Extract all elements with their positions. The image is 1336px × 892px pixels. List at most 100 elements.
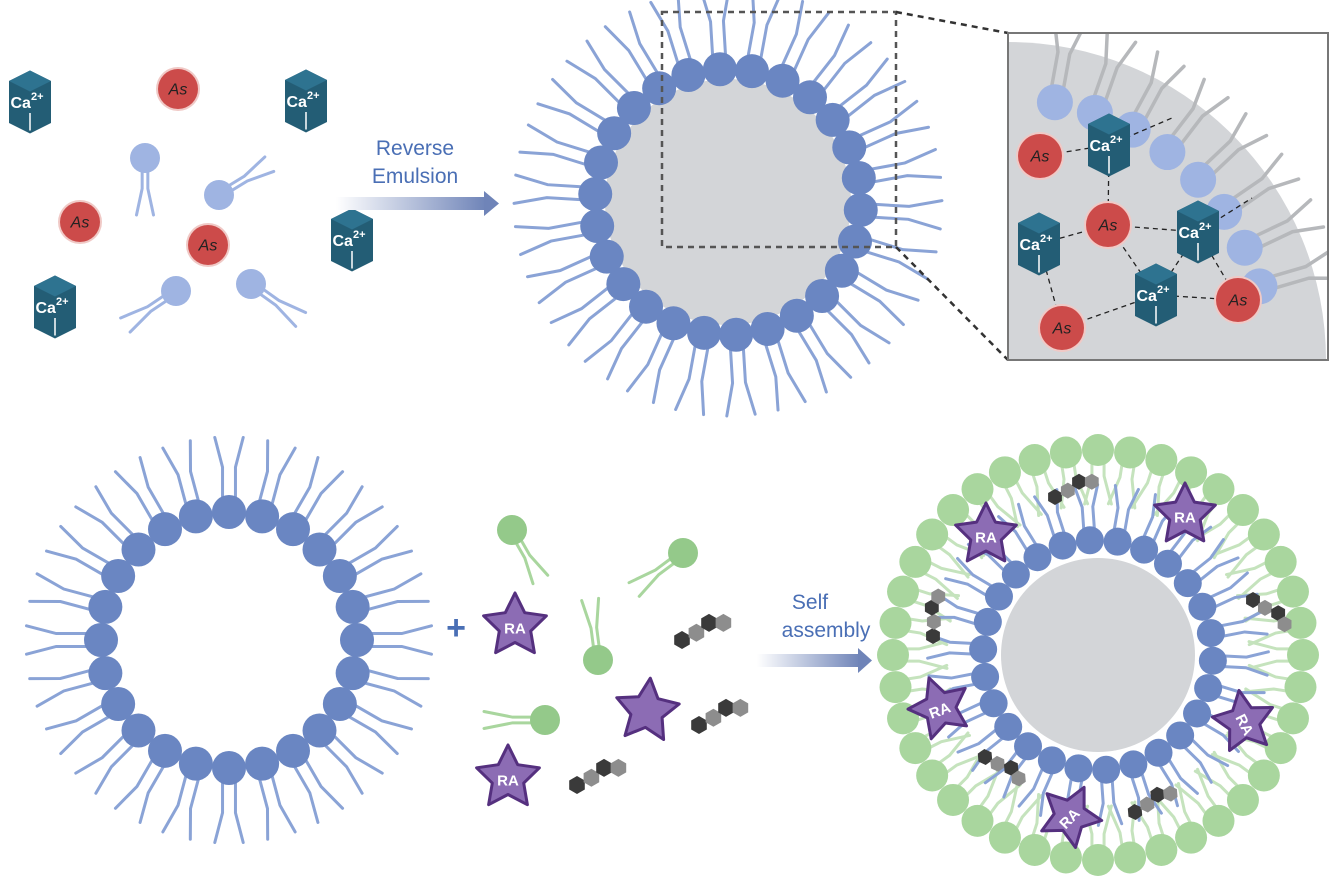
retinoic-acid-star: RA <box>482 591 548 655</box>
micelle2-lipid-head <box>178 499 213 534</box>
hexagon-molecule <box>691 698 749 734</box>
micelle2-lipid-head <box>212 495 246 529</box>
micelle2-lipid-tail <box>364 624 433 656</box>
green-lipid <box>482 705 560 735</box>
outer-lipid-head <box>988 456 1021 489</box>
micelle-lipid-head <box>578 177 613 212</box>
micelle2-lipid-head <box>276 733 310 768</box>
inner-lipid-head <box>1194 674 1223 703</box>
outer-lipid-head <box>1114 841 1147 874</box>
arsenic-ion: As <box>58 200 102 244</box>
outer-lipid-head <box>961 804 994 837</box>
inset-lipid <box>1149 77 1230 171</box>
micelle-lipid-head <box>687 315 722 350</box>
micelle-lipid-head <box>606 267 641 302</box>
micelle-lipid-tail <box>549 282 623 347</box>
micelle-lipid-head <box>629 289 664 324</box>
calcium-ion: Ca2+ <box>34 275 76 339</box>
outer-lipid-head <box>1247 518 1280 551</box>
inner-lipid-tail <box>1017 763 1056 817</box>
micelle2-lipid-head <box>121 532 156 567</box>
retinoic-acid-star: RA <box>475 743 541 807</box>
inner-lipid-head <box>1048 531 1077 560</box>
arsenic-label: As <box>1030 149 1050 166</box>
arsenic-label: As <box>1052 321 1072 338</box>
micelle2-lipid-tail <box>113 456 168 527</box>
inner-lipid-head <box>1119 750 1148 779</box>
outer-lipid-head <box>1284 606 1317 639</box>
micelle2-lipid-tail <box>319 485 384 550</box>
nanoparticle-core <box>1001 558 1195 752</box>
inner-lipid-head <box>1173 569 1202 598</box>
micelle2-lipid-tail <box>213 775 245 844</box>
inner-lipid-head <box>1196 619 1225 648</box>
micelle2-lipid-tail <box>28 667 101 708</box>
micelle2-lipid-head <box>322 559 357 593</box>
micelle2-lipid-head <box>101 559 136 593</box>
micelle-lipid-tail <box>859 236 938 281</box>
self-assembly-line1: Self <box>792 591 828 614</box>
ra-label: RA <box>497 773 519 790</box>
outer-lipid-head <box>1175 821 1208 854</box>
micelle2-lipid-head <box>335 656 370 691</box>
outer-lipid-head <box>1114 436 1147 469</box>
calcium-ion: Ca2+ <box>1177 200 1219 264</box>
inner-lipid-head <box>1130 535 1159 564</box>
free-lipid <box>204 155 276 210</box>
micelle-lipid-head <box>642 71 677 106</box>
arsenic-ion: As <box>1214 276 1262 324</box>
hexagon-molecule <box>569 758 627 794</box>
inner-lipid-head <box>1183 699 1212 728</box>
calcium-ions-top-left: Ca2+Ca2+Ca2+Ca2+ <box>9 69 373 339</box>
micelle-lipid-head <box>734 54 769 89</box>
outer-lipid-head <box>899 732 932 765</box>
micelle2-heads <box>84 495 374 785</box>
micelle-lipid-tail <box>518 123 597 168</box>
micelle-lipid-tail <box>513 219 592 257</box>
hexagon-molecule <box>674 613 732 649</box>
inner-lipid-tail <box>1179 735 1230 784</box>
micelle-lipid-head <box>702 52 737 87</box>
calcium-ion: Ca2+ <box>285 69 327 133</box>
inner-lipid-head <box>973 607 1002 636</box>
outer-lipid-head <box>1284 671 1317 704</box>
micelle2-lipid-tail <box>342 524 413 579</box>
inner-lipid-tail <box>944 556 998 600</box>
micelle2-lipid-tail <box>25 624 94 656</box>
outer-lipid-head <box>937 783 970 816</box>
inner-lipid-head <box>979 689 1008 718</box>
micelle-lipid-head <box>765 63 800 98</box>
micelle2-lipid-tail <box>357 667 430 708</box>
inset-lipid <box>1180 112 1269 198</box>
hexagon-molecules-free <box>569 613 749 794</box>
micelle2-lipid-head <box>245 499 280 534</box>
micelle-bottom-left <box>25 436 433 844</box>
outer-lipid-head <box>1018 833 1051 866</box>
outer-lipid-head <box>1202 804 1235 837</box>
micelle2-lipid-tail <box>45 524 116 579</box>
outer-lipid-head <box>916 518 949 551</box>
micelle-lipid-tail <box>808 23 873 97</box>
inner-lipid-head <box>1144 738 1173 767</box>
inner-lipid-head <box>1001 560 1030 589</box>
micelle-lipid-tail <box>536 77 612 136</box>
micelle-lipid-head <box>589 239 624 274</box>
micelle2-lipid-head <box>101 687 136 721</box>
micelle2-lipid-head <box>212 751 246 785</box>
micelle2-lipid-tail <box>290 456 345 527</box>
free-lipids-green <box>482 515 698 735</box>
micelle-lipid-head <box>837 224 872 259</box>
inner-lipid-head <box>1064 754 1093 783</box>
micelle2-lipid-head <box>340 623 374 657</box>
micelle-lipid-tail <box>625 326 678 405</box>
inner-lipid-head <box>994 712 1023 741</box>
inner-lipid-head <box>1037 746 1066 775</box>
ra-label: RA <box>927 699 953 722</box>
calcium-ion: Ca2+ <box>1135 263 1177 327</box>
micelle-lipid-head <box>616 90 651 125</box>
arsenic-label: As <box>168 82 188 99</box>
